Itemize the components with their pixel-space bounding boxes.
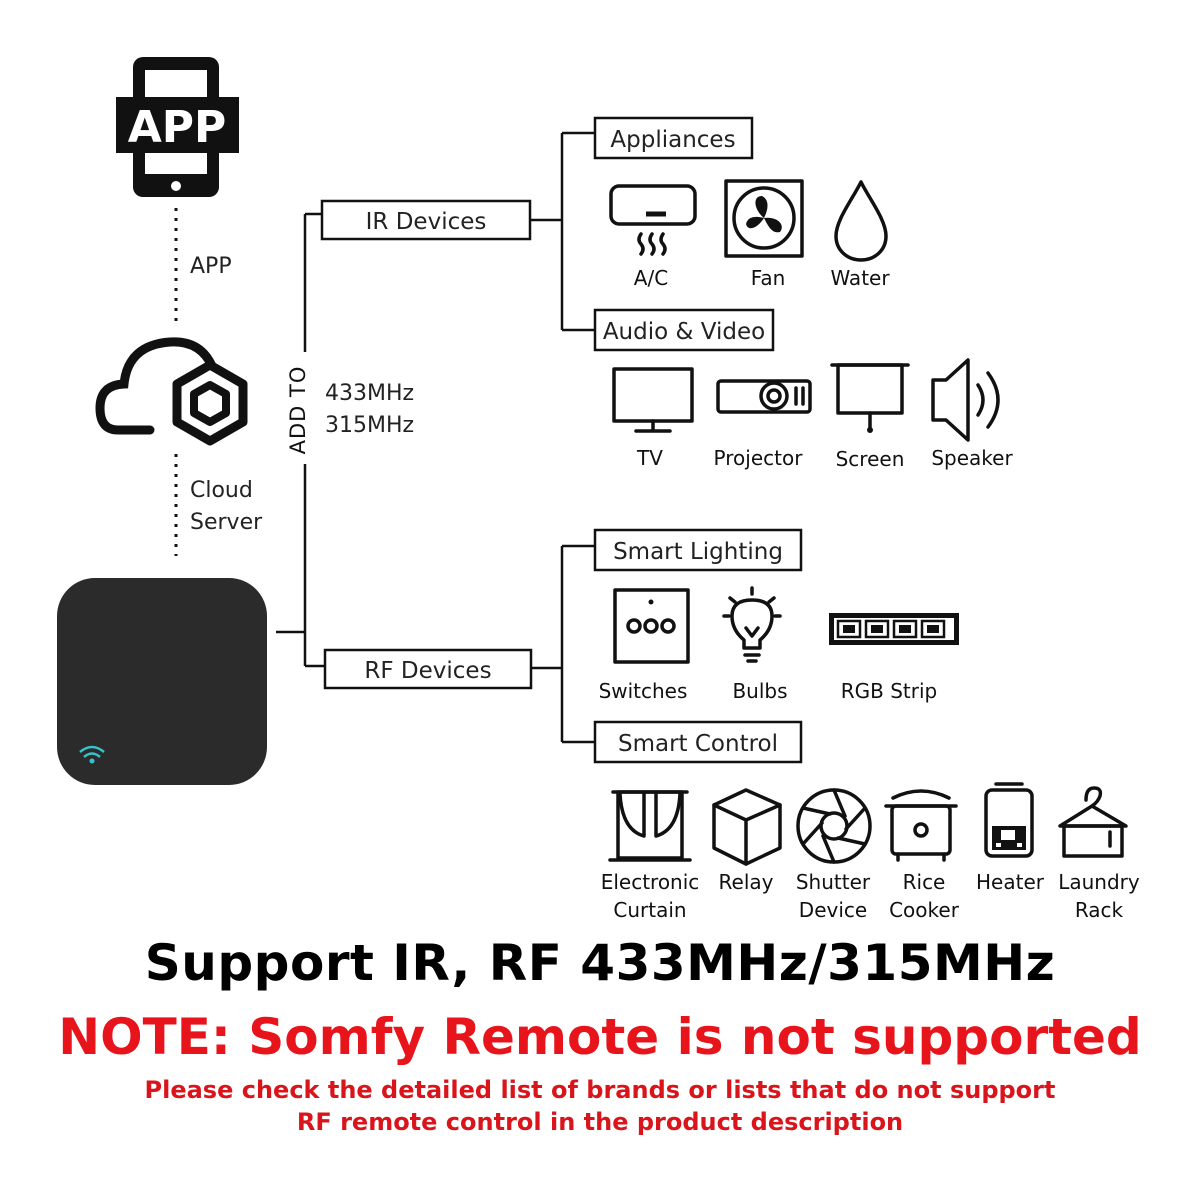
shutter-label-line2: Device bbox=[799, 898, 867, 922]
light-bulb-icon bbox=[722, 586, 782, 663]
fan-icon bbox=[724, 179, 804, 258]
projector-label: Projector bbox=[714, 446, 804, 470]
device-connection-diagram: APP APP Cloud Server ADD TO 433MHz 315MH… bbox=[57, 57, 1140, 922]
rgb-strip-icon bbox=[829, 613, 959, 645]
smart-control-label: Smart Control bbox=[618, 731, 778, 757]
relay-label: Relay bbox=[719, 870, 774, 894]
ir-devices-box bbox=[320, 199, 532, 241]
speaker-icon bbox=[931, 358, 1000, 442]
rgb-strip-label: RGB Strip bbox=[841, 679, 937, 703]
tv-label: TV bbox=[636, 446, 663, 470]
rf-devices-label: RF Devices bbox=[364, 658, 491, 684]
ir-rf-hub-device bbox=[57, 578, 267, 785]
note-detail-line1: Please check the detailed list of brands… bbox=[144, 1076, 1056, 1104]
water-drop-icon bbox=[834, 180, 888, 262]
audio-video-box bbox=[593, 308, 775, 352]
cloud-label-line1: Cloud bbox=[190, 478, 253, 503]
ac-label: A/C bbox=[634, 266, 668, 290]
water-label: Water bbox=[830, 266, 890, 290]
shutter-aperture-icon bbox=[796, 788, 872, 864]
rf-devices-box bbox=[323, 648, 533, 690]
heater-label: Heater bbox=[976, 870, 1045, 894]
speaker-label: Speaker bbox=[931, 446, 1013, 470]
rice-cooker-icon bbox=[884, 789, 958, 862]
projector-icon bbox=[716, 379, 812, 414]
note-warning: NOTE: Somfy Remote is not supported bbox=[58, 1008, 1142, 1066]
screen-label: Screen bbox=[836, 447, 905, 471]
air-conditioner-icon bbox=[609, 184, 697, 256]
fan-label: Fan bbox=[751, 266, 786, 290]
rice-cooker-label-line1: Rice bbox=[903, 870, 946, 894]
phone-app-icon bbox=[116, 57, 239, 197]
curtain-label-line1: Electronic bbox=[601, 870, 700, 894]
rice-cooker-label-line2: Cooker bbox=[889, 898, 960, 922]
switches-label: Switches bbox=[599, 679, 688, 703]
appliances-label: Appliances bbox=[610, 127, 735, 153]
app-label: APP bbox=[190, 254, 232, 279]
curtain-icon bbox=[608, 790, 692, 862]
laundry-rack-label-line2: Rack bbox=[1075, 898, 1124, 922]
note-detail-line2: RF remote control in the product descrip… bbox=[296, 1108, 904, 1136]
laundry-rack-icon bbox=[1058, 786, 1128, 858]
water-heater-icon bbox=[984, 782, 1034, 858]
support-headline: Support IR, RF 433MHz/315MHz bbox=[144, 934, 1056, 992]
relay-cube-icon bbox=[712, 788, 782, 866]
curtain-label-line2: Curtain bbox=[613, 898, 686, 922]
ir-devices-label: IR Devices bbox=[366, 209, 487, 235]
freq-433: 433MHz bbox=[325, 381, 414, 406]
bulbs-label: Bulbs bbox=[732, 679, 787, 703]
smart-lighting-label: Smart Lighting bbox=[613, 539, 783, 565]
tv-icon bbox=[612, 367, 694, 433]
wall-switch-icon bbox=[613, 588, 690, 664]
smart-control-box bbox=[593, 720, 803, 764]
audio-video-label: Audio & Video bbox=[603, 319, 765, 345]
projection-screen-icon bbox=[830, 363, 910, 433]
freq-315: 315MHz bbox=[325, 413, 414, 438]
add-to-label: ADD TO bbox=[286, 366, 310, 455]
app-badge-text: APP bbox=[128, 102, 227, 153]
cloud-label-line2: Server bbox=[190, 510, 263, 535]
appliances-box bbox=[593, 116, 754, 160]
smart-lighting-box bbox=[593, 528, 803, 572]
cloud-server-icon bbox=[95, 337, 248, 446]
shutter-label-line1: Shutter bbox=[796, 870, 871, 894]
laundry-rack-label-line1: Laundry bbox=[1058, 870, 1140, 894]
